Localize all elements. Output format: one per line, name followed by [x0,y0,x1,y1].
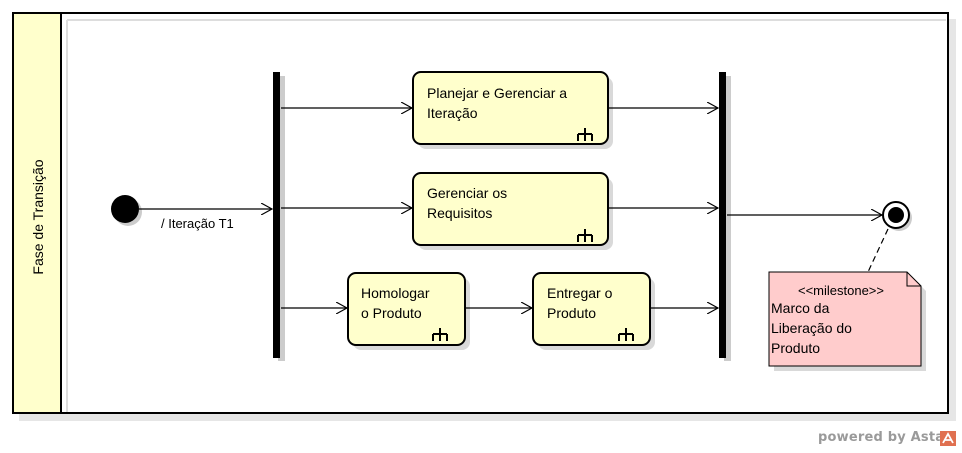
astah-logo-icon [940,431,956,446]
action-entregar[interactable]: Entregar o Produto [532,272,655,350]
rake-icon [577,128,593,141]
action-planejar-line1: Planejar e Gerenciar a [427,85,567,101]
fork-bar[interactable] [273,72,285,361]
rake-icon [577,229,593,242]
note-line2: Liberação do [771,320,852,336]
swimlane-label: Fase de Transição [30,159,46,274]
initial-flow-guard: / Iteração T1 [161,216,234,231]
rake-icon [618,328,634,341]
swimlane-header [12,12,62,414]
final-node[interactable] [882,201,912,231]
note-line1: Marco da [771,300,830,316]
powered-by-watermark: powered by Astah [818,430,954,445]
note-line3: Produto [771,340,820,356]
rake-icon [432,328,448,341]
action-entregar-line2: Produto [547,305,596,321]
action-planejar[interactable]: Planejar e Gerenciar a Iteração [412,71,613,149]
control-flows [139,108,882,308]
note-stereotype: <<milestone>> [798,283,884,298]
action-homologar[interactable]: Homologar o Produto [347,272,470,350]
join-bar[interactable] [719,72,731,361]
action-requisitos-line1: Gerenciar os [427,185,507,201]
action-homologar-line2: o Produto [361,305,422,321]
action-planejar-line2: Iteração [427,105,478,121]
milestone-note[interactable]: <<milestone>> Marco da Liberação do Prod… [768,271,926,371]
action-requisitos[interactable]: Gerenciar os Requisitos [412,172,613,250]
action-requisitos-line2: Requisitos [427,205,492,221]
action-entregar-line1: Entregar o [547,285,613,301]
action-homologar-line1: Homologar [361,285,430,301]
note-anchor [867,228,889,273]
initial-node[interactable] [111,195,142,226]
